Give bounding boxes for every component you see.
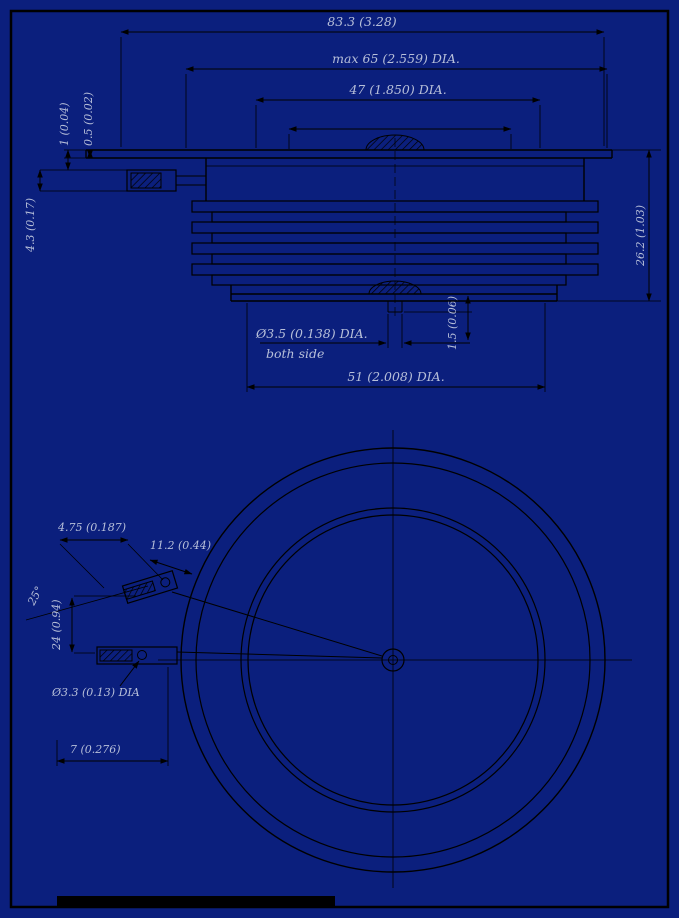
top-view-witness-lines: [25, 543, 169, 766]
dim-lead-length: 11.2 (0.44): [150, 539, 211, 552]
dim-flange-thickness: 0.5 (0.02): [82, 92, 95, 146]
dim-lead-height: 4.3 (0.17): [24, 198, 37, 253]
angled-gate-lead: [121, 570, 383, 657]
angled-connector-hatch: [123, 580, 156, 601]
dim-lead-width: 4.75 (0.187): [57, 521, 126, 534]
upper-pole-block: [205, 158, 585, 201]
top-view-dimension-lines: [56, 537, 193, 764]
ceramic-fins: [191, 200, 599, 286]
dim-bottom-pole-dia: 51 (2.008) DIA.: [347, 369, 444, 384]
dim-body-height: 26.2 (1.03): [634, 205, 647, 267]
gate-connector-outline: [126, 169, 177, 192]
gate-lead-section: [126, 169, 206, 192]
center-hub-circle: [381, 648, 405, 672]
angled-connector-hole: [160, 577, 171, 588]
dim-gate-hole-note: both side: [266, 346, 324, 361]
top-view: 4.75 (0.187) 11.2 (0.44) 25° 24 (0.94) Ø…: [25, 430, 632, 888]
outer-circle: [180, 447, 606, 873]
horizontal-lead-wire: [176, 651, 383, 659]
dim-overall-width: 83.3 (3.28): [327, 14, 397, 29]
dim-flange-step: 1 (0.04): [58, 102, 71, 146]
angled-lead-connector: [121, 570, 179, 604]
side-view-dimension-lines: [37, 29, 652, 390]
top-center-ring-section: [365, 134, 425, 151]
gate-connector-hatch: [130, 172, 162, 189]
housing-circles: [180, 447, 606, 873]
third-circle: [240, 507, 546, 813]
dim-recess-depth: 1.5 (0.06): [446, 296, 459, 350]
bottom-center-ring-section: [368, 280, 422, 295]
horizontal-connector-hatch: [99, 649, 133, 662]
top-flange: [85, 149, 613, 159]
dim-max-dia: max 65 (2.559) DIA.: [332, 51, 460, 66]
second-circle: [195, 462, 591, 858]
dim-lead-end-offset: 7 (0.276): [70, 743, 121, 756]
dim-hole-dia: Ø3.3 (0.13) DIA: [51, 686, 140, 699]
center-pin-circle: [388, 655, 398, 665]
dim-gate-hole-dia: Ø3.5 (0.138) DIA.: [255, 326, 368, 341]
frame-rect: [9, 9, 670, 909]
dim-lead-spacing: 24 (0.94): [50, 599, 63, 651]
angled-lead-wire: [171, 591, 383, 657]
frame-border: [9, 9, 670, 909]
dim-top-pole-dia: 47 (1.850) DIA.: [348, 82, 446, 97]
gate-through-hole: [387, 301, 403, 313]
side-view: 83.3 (3.28) max 65 (2.559) DIA. 47 (1.85…: [24, 14, 661, 392]
title-block-strip: [57, 896, 335, 908]
fourth-circle: [247, 514, 539, 806]
horizontal-connector-hole: [137, 650, 147, 660]
device-body-section: [85, 134, 613, 320]
